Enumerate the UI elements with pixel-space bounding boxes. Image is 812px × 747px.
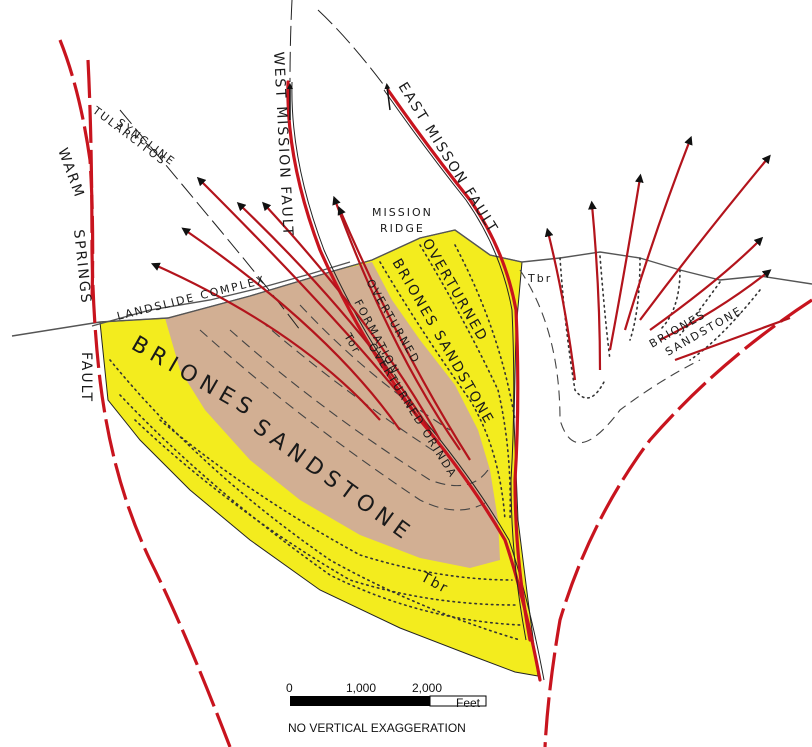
eastern-fault: [545, 300, 812, 747]
tbr-upper-label: Tbr: [527, 272, 552, 285]
ridge-label: RIDGE: [380, 222, 425, 235]
syncline-label: SYNCLINE: [114, 116, 178, 169]
scale-bar: 0 1,000 2,000 Feet NO VERTICAL EXAGGERAT…: [286, 681, 486, 735]
scale-tick-0: 0: [286, 681, 293, 695]
warm-springs-label-3: FAULT: [78, 352, 94, 403]
scale-note: NO VERTICAL EXAGGERATION: [288, 721, 466, 735]
scale-tick-1000: 1,000: [346, 681, 376, 695]
east-mission-fault-trace-north: [318, 10, 386, 88]
scale-segment-black: [290, 696, 430, 706]
west-mission-fault-label: WEST MISSION FAULT: [270, 51, 296, 237]
warm-springs-label-1: WARM: [54, 146, 87, 201]
scale-tick-2000: 2,000: [412, 681, 442, 695]
warm-springs-label-2: SPRINGS: [70, 229, 94, 306]
scale-unit: Feet: [456, 696, 481, 710]
west-mission-fault-trace-north: [290, 0, 292, 82]
mission-label: MISSION: [372, 206, 433, 219]
